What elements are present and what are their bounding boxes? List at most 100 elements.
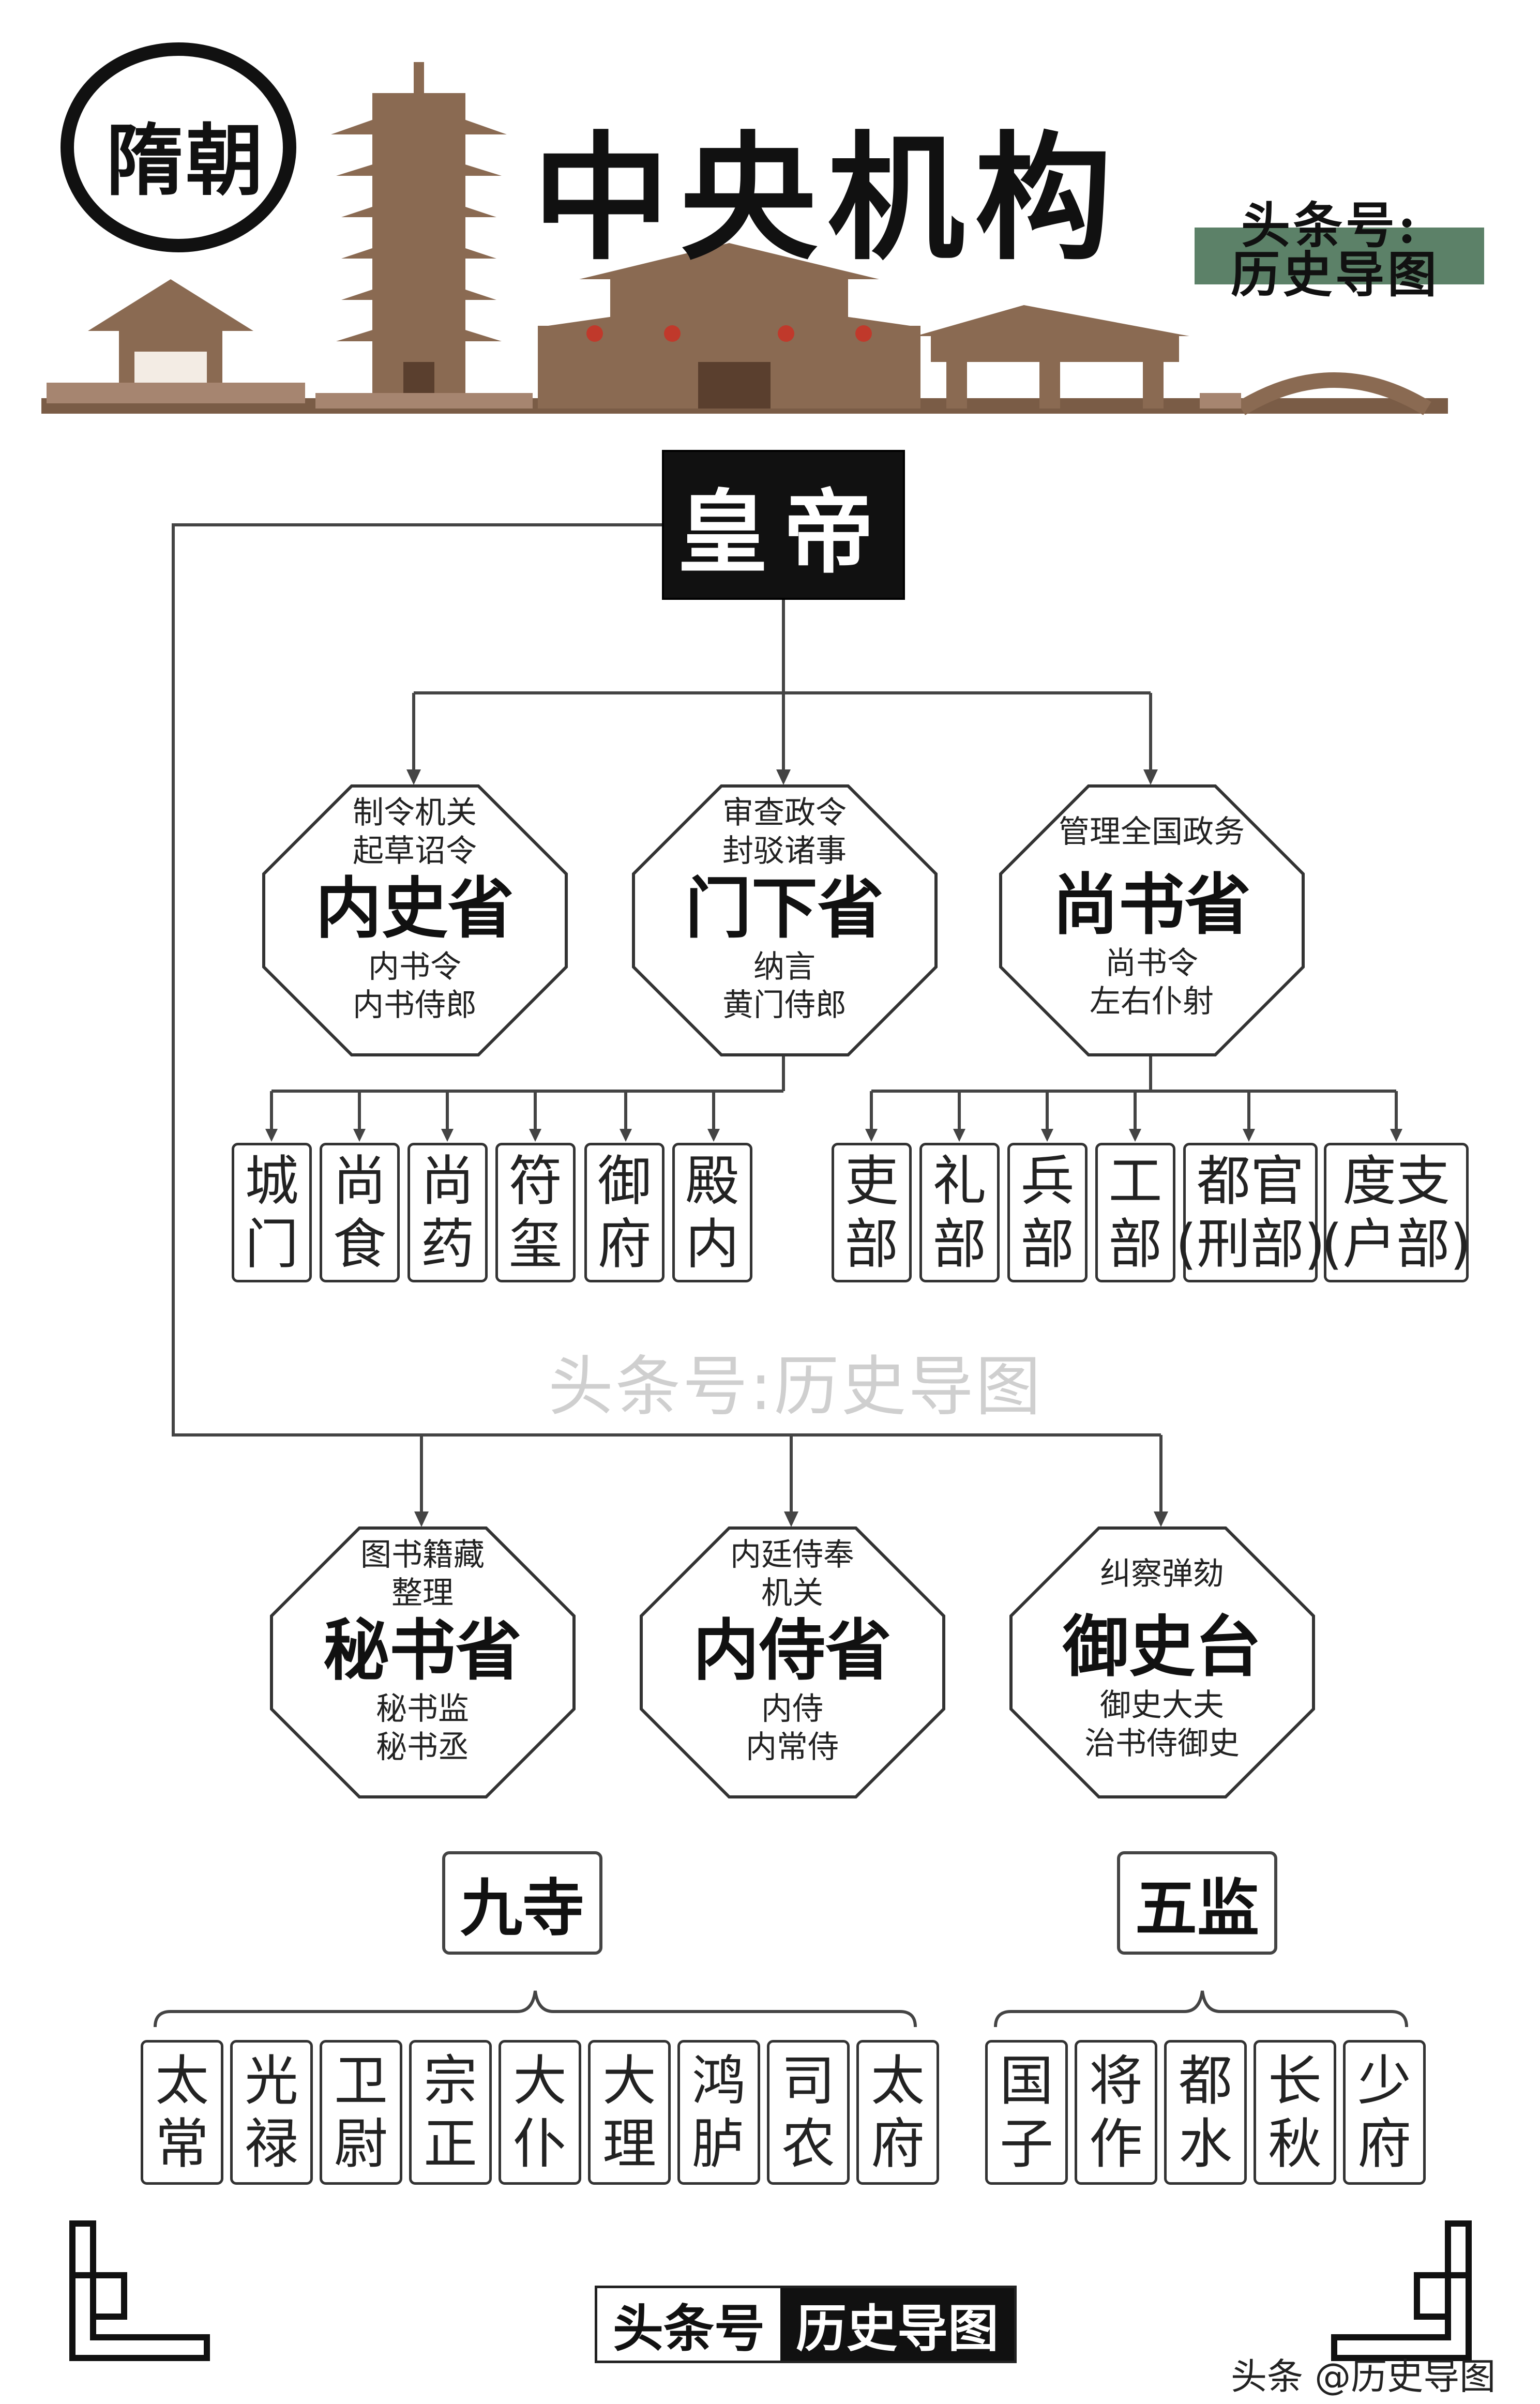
office-official: 左右仆射 — [1090, 984, 1214, 1020]
office-official: 纳言 — [753, 949, 816, 985]
page-title: 中央机构 — [533, 118, 1122, 279]
shangshu-sub-box-char: (刑部) — [1175, 1213, 1325, 1276]
menxia-sub-box-char: 城 — [245, 1150, 299, 1213]
nine-temples-item-char: 胪 — [691, 2112, 746, 2175]
menxia-sub-box: 城门 — [232, 1143, 312, 1282]
header-buildings-illustration — [41, 62, 1484, 415]
nine-temples-item-char: 常 — [155, 2112, 209, 2175]
shangshu-sub-box-char: 部 — [844, 1213, 899, 1276]
five-directorates-item: 国子 — [985, 2040, 1068, 2185]
five-directorates-item: 长秋 — [1254, 2040, 1336, 2185]
nine-temples-item: 大理 — [588, 2040, 671, 2185]
group-braces — [154, 1990, 1408, 2028]
office-neishi-attendant: 内廷侍奉 机关 内侍省 内侍 内常侍 — [642, 1536, 942, 1766]
menxia-sub-box-char: 御 — [597, 1150, 652, 1213]
shangshu-sub-box-char: 兵 — [1020, 1150, 1075, 1213]
nine-temples-item: 卫尉 — [320, 2040, 402, 2185]
nine-temples-item-char: 大 — [512, 2049, 567, 2112]
nine-temples-item-char: 太 — [870, 2049, 925, 2112]
footer-brand-name: 历史导图 — [780, 2288, 1015, 2361]
office-duty: 制令机关 — [353, 795, 477, 831]
nine-temples-item-char: 大 — [602, 2049, 656, 2112]
five-directorates-item-char: 少 — [1357, 2049, 1411, 2112]
shangshu-sub-box: 工部 — [1095, 1143, 1175, 1282]
nine-temples-item: 太府 — [856, 2040, 939, 2185]
corner-fret-pattern — [69, 2220, 1472, 2361]
five-directorates-title: 五监 — [1117, 1851, 1277, 1955]
brand-label: 头条号: — [1241, 197, 1420, 254]
shangshu-sub-box-char: 部 — [932, 1213, 987, 1276]
five-directorates-item-char: 秋 — [1267, 2112, 1322, 2175]
nine-temples-item-char: 仆 — [512, 2112, 567, 2175]
shangshu-sub-box-char: (户部) — [1321, 1213, 1471, 1276]
menxia-sub-box-char: 殿 — [685, 1150, 739, 1213]
five-directorates-item: 都水 — [1164, 2040, 1247, 2185]
shangshu-sub-box: 度支(户部) — [1321, 1143, 1471, 1282]
shangshu-sub-box-char: 工 — [1108, 1150, 1162, 1213]
office-mishu: 图书籍藏 整理 秘书省 秘书监 秘书丞 — [273, 1536, 572, 1766]
menxia-sub-box-char: 符 — [508, 1150, 563, 1213]
brand-name: 历史导图 — [1231, 246, 1440, 304]
office-name: 秘书省 — [323, 1612, 522, 1689]
five-directorates-item-char: 将 — [1089, 2049, 1143, 2112]
nine-temples-item: 鸿胪 — [677, 2040, 760, 2185]
office-neishi: 制令机关 起草诏令 内史省 内书令 内书侍郎 — [265, 794, 565, 1024]
office-menxia: 审查政令 封驳诸事 门下省 纳言 黄门侍郎 — [635, 794, 934, 1024]
nine-temples-item-char: 鸿 — [691, 2049, 746, 2112]
shangshu-sub-box-char: 度支 — [1342, 1150, 1450, 1213]
five-directorates-item-char: 长 — [1267, 2049, 1322, 2112]
menxia-sub-box-char: 内 — [685, 1213, 739, 1276]
nine-temples-item: 宗正 — [409, 2040, 492, 2185]
office-duty: 机关 — [761, 1575, 823, 1611]
dynasty-name: 隋朝 — [106, 115, 266, 206]
office-official: 秘书监 — [376, 1691, 469, 1727]
office-duty: 内廷侍奉 — [730, 1537, 854, 1573]
office-name: 御史台 — [1062, 1609, 1261, 1686]
menxia-sub-box: 符玺 — [495, 1143, 576, 1282]
office-duty: 封驳诸事 — [722, 833, 847, 869]
five-directorates-item-char: 府 — [1357, 2112, 1411, 2175]
nine-temples-item-char: 尉 — [334, 2112, 388, 2175]
office-official: 尚书令 — [1105, 945, 1198, 981]
menxia-sub-box: 御府 — [584, 1143, 665, 1282]
five-directorates-item-char: 作 — [1089, 2112, 1143, 2175]
menxia-sub-box: 殿内 — [672, 1143, 752, 1282]
office-yushi: 纠察弹劾 御史台 御史大夫 治书侍御史 — [1012, 1555, 1312, 1763]
menxia-sub-box-char: 尚 — [333, 1150, 387, 1213]
nine-temples-item-char: 宗 — [423, 2049, 477, 2112]
office-duty: 纠察弹劾 — [1100, 1556, 1224, 1592]
menxia-sub-box-char: 府 — [597, 1213, 652, 1276]
shangshu-sub-box-char: 部 — [1020, 1213, 1075, 1276]
footer-brand-label: 头条号 — [597, 2288, 781, 2361]
office-duty: 起草诏令 — [353, 833, 477, 869]
nine-temples-item-char: 农 — [781, 2112, 835, 2175]
five-directorates-item: 少府 — [1343, 2040, 1426, 2185]
office-duty: 审查政令 — [722, 795, 847, 831]
office-official: 黄门侍郎 — [722, 987, 847, 1023]
menxia-sub-box-char: 尚 — [420, 1150, 475, 1213]
emperor-node: 皇帝 — [662, 450, 905, 600]
nine-temples-item-char: 理 — [602, 2112, 656, 2175]
office-official: 秘书丞 — [376, 1729, 469, 1765]
arrow-heads — [265, 769, 1402, 1527]
shangshu-sub-box-char: 部 — [1108, 1213, 1162, 1276]
org-connectors — [172, 523, 1398, 1513]
nine-temples-item-char: 禄 — [244, 2112, 298, 2175]
office-official: 内书令 — [368, 949, 461, 985]
five-directorates-item-char: 水 — [1178, 2112, 1232, 2175]
footer-credit: 头条 @历史导图 — [1231, 2355, 1496, 2398]
menxia-sub-box-char: 玺 — [508, 1213, 563, 1276]
office-name: 门下省 — [685, 870, 884, 947]
shangshu-sub-box: 兵部 — [1007, 1143, 1088, 1282]
office-duty: 管理全国政务 — [1059, 814, 1245, 850]
shangshu-sub-box-char: 都官 — [1196, 1150, 1304, 1213]
octagon-shapes — [262, 784, 1315, 1798]
shangshu-sub-box-char: 礼 — [932, 1150, 987, 1213]
nine-temples-item-char: 正 — [423, 2112, 477, 2175]
office-official: 治书侍御史 — [1084, 1726, 1240, 1762]
office-official: 内常侍 — [746, 1729, 839, 1765]
nine-temples-title: 九寺 — [442, 1851, 602, 1955]
office-name: 尚书省 — [1052, 867, 1251, 944]
footer-brand: 头条号 历史导图 — [595, 2286, 1017, 2363]
menxia-sub-box: 尚药 — [407, 1143, 488, 1282]
